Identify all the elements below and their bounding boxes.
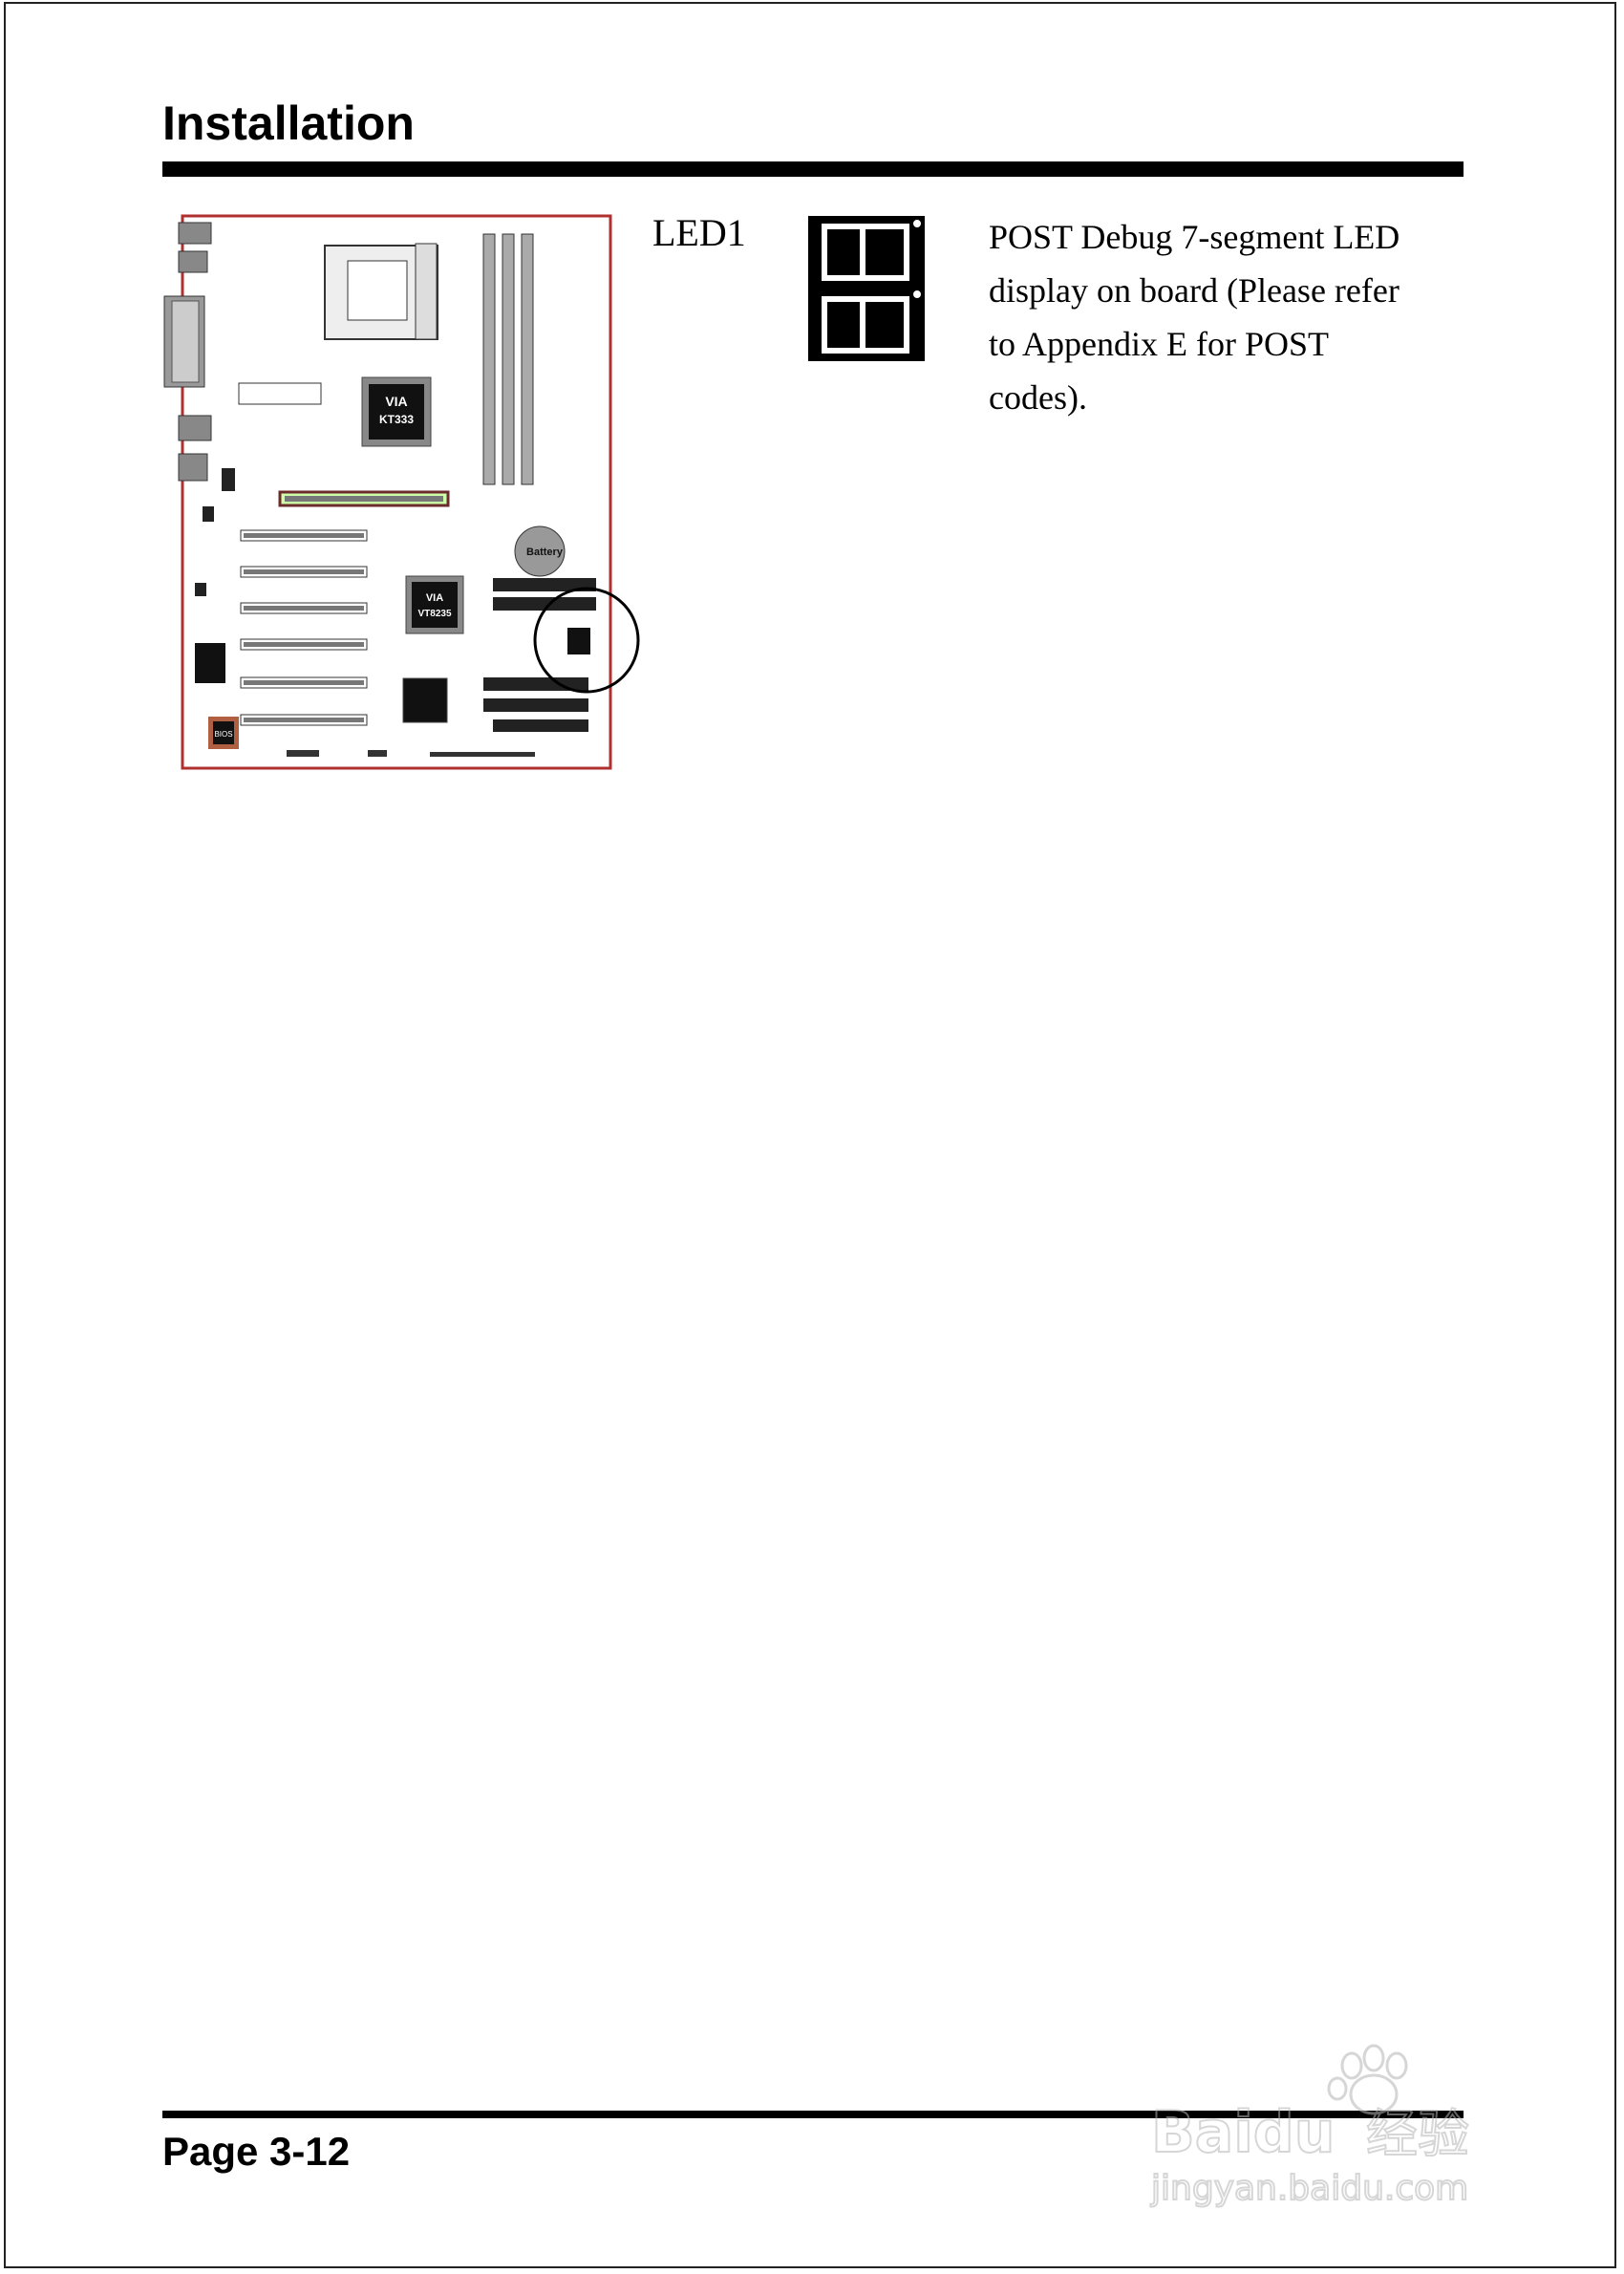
watermark-brand-cn: 经验	[1366, 2104, 1469, 2164]
southbridge-vendor: VIA	[426, 592, 443, 604]
northbridge-vendor: VIA	[385, 394, 407, 409]
description-line: codes).	[989, 378, 1087, 417]
paw-icon	[1327, 2044, 1408, 2115]
description-line: POST Debug 7-segment LED	[989, 218, 1400, 256]
component-description: POST Debug 7-segment LED display on boar…	[989, 210, 1485, 424]
section-heading: Installation	[162, 97, 415, 150]
baidu-watermark: Baidu 经验 jingyan.baidu.com	[1149, 2044, 1470, 2209]
page-border	[4, 2, 1616, 2268]
watermark-brand: Baidu	[1151, 2099, 1335, 2166]
description-line: to Appendix E for POST	[989, 325, 1329, 363]
bios-label: BIOS	[214, 730, 232, 739]
motherboard-diagram: VIA KT333 VIA VT8235 BIOS Battery	[163, 214, 640, 770]
seven-segment-led-icon	[808, 216, 925, 361]
watermark-url: jingyan.baidu.com	[1150, 2169, 1468, 2208]
southbridge-model: VT8235	[417, 609, 451, 619]
header-rule	[162, 161, 1464, 177]
description-line: display on board (Please refer	[989, 271, 1400, 310]
battery-label: Battery	[526, 547, 564, 558]
component-label: LED1	[652, 211, 746, 254]
page-number: Page 3-12	[162, 2129, 351, 2174]
footer-rule	[162, 2111, 1464, 2118]
northbridge-model: KT333	[379, 413, 414, 426]
